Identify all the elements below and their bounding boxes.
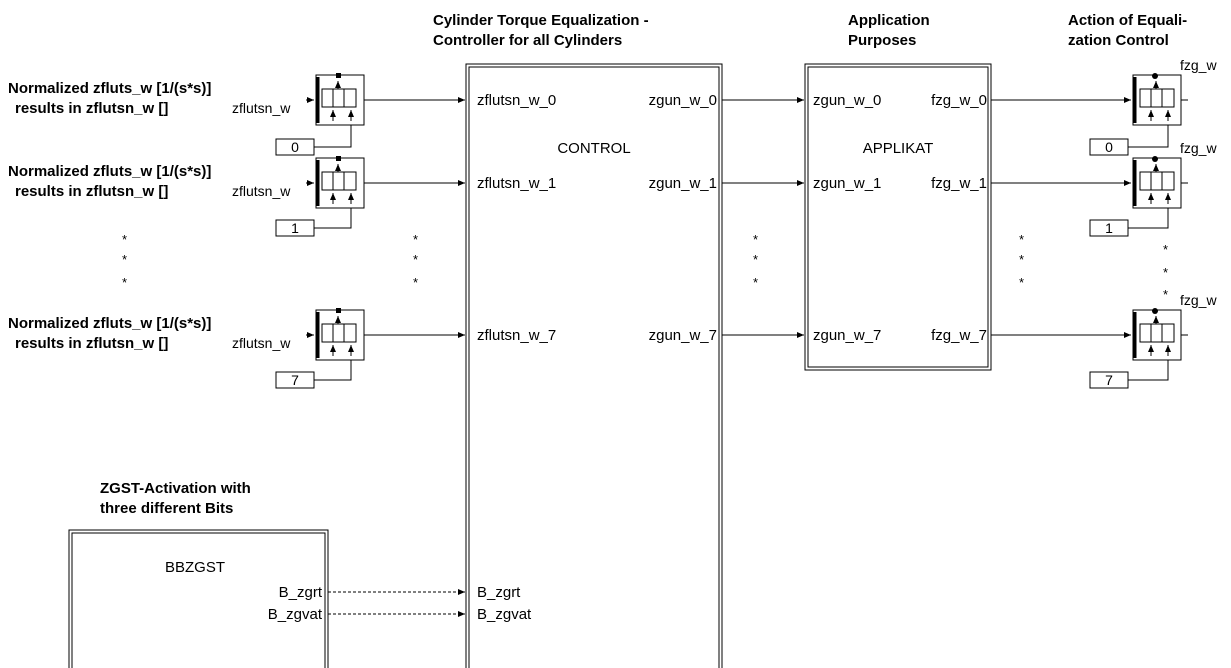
- array-select-icon[interactable]: [315, 308, 365, 361]
- input-var-label: zflutsn_w: [232, 183, 291, 199]
- control-in-port-bzgvat: B_zgvat: [477, 606, 532, 623]
- ellipsis-star: *: [122, 275, 127, 290]
- output-var-label: fzg_w: [1180, 140, 1217, 156]
- index-constant-value: 7: [1105, 372, 1113, 388]
- control-in-port-1: zflutsn_w_1: [477, 175, 556, 192]
- index-constant-box: [275, 219, 315, 237]
- control-block-name: CONTROL: [557, 140, 630, 157]
- action-title-line1: Action of Equali-: [1068, 12, 1187, 29]
- output-var-label: fzg_w: [1180, 57, 1217, 73]
- applikat-block[interactable]: APPLIKAT zgun_w_0 zgun_w_1 zgun_w_7 fzg_…: [804, 63, 992, 371]
- index-constant-value: 1: [291, 220, 299, 236]
- control-in-port-0: zflutsn_w_0: [477, 92, 556, 109]
- applikat-in-port-7: zgun_w_7: [813, 327, 881, 344]
- index-constant-value: 7: [291, 372, 299, 388]
- ellipsis-star: *: [753, 252, 758, 267]
- control-out-port-1: zgun_w_1: [649, 175, 717, 192]
- ellipsis-star: *: [1019, 275, 1024, 290]
- index-constant-box: [275, 138, 315, 156]
- control-in-port-7: zflutsn_w_7: [477, 327, 556, 344]
- bbzgst-block-name: BBZGST: [165, 559, 225, 576]
- control-out-port-0: zgun_w_0: [649, 92, 717, 109]
- input-row-1: Normalized zfluts_w [1/(s*s)] results in…: [8, 156, 465, 237]
- applikat-out-port-0: fzg_w_0: [931, 92, 987, 109]
- control-in-port-bzgrt: B_zgrt: [477, 584, 521, 601]
- ellipsis-star: *: [1163, 287, 1168, 302]
- ellipsis-star: *: [753, 232, 758, 247]
- applikat-out-port-7: fzg_w_7: [931, 327, 987, 344]
- index-constant-box: [1089, 138, 1129, 156]
- applikat-in-port-1: zgun_w_1: [813, 175, 881, 192]
- control-title-line2: Controller for all Cylinders: [433, 32, 622, 49]
- applikat-in-port-0: zgun_w_0: [813, 92, 881, 109]
- ellipsis-marks: * * * * * * * * * * * * * * *: [122, 232, 1168, 302]
- output-row-1: fzg_w 1: [991, 140, 1217, 237]
- applikat-out-port-1: fzg_w_1: [931, 175, 987, 192]
- input-var-label: zflutsn_w: [232, 100, 291, 116]
- bbzgst-block[interactable]: BBZGST B_zgrt B_zgvat: [68, 529, 329, 668]
- app-title-line1: Application: [848, 12, 930, 29]
- input-desc-line1: Normalized zfluts_w [1/(s*s)]: [8, 163, 211, 180]
- zgst-title-line2: three different Bits: [100, 500, 233, 517]
- ellipsis-star: *: [413, 275, 418, 290]
- input-var-label: zflutsn_w: [232, 335, 291, 351]
- index-constant-value: 1: [1105, 220, 1113, 236]
- applikat-block-name: APPLIKAT: [863, 140, 934, 157]
- output-row-0: fzg_w 0: [991, 57, 1217, 156]
- input-desc-line1: Normalized zfluts_w [1/(s*s)]: [8, 315, 211, 332]
- input-row-0: Normalized zfluts_w [1/(s*s)] results in…: [8, 73, 465, 156]
- index-constant-value: 0: [1105, 139, 1113, 155]
- ellipsis-star: *: [1163, 265, 1168, 280]
- input-desc-line2: results in zflutsn_w []: [15, 100, 168, 117]
- zgst-title-line1: ZGST-Activation with: [100, 480, 251, 497]
- array-assign-icon[interactable]: [1132, 73, 1182, 126]
- ellipsis-star: *: [122, 232, 127, 247]
- input-row-7: Normalized zfluts_w [1/(s*s)] results in…: [8, 308, 465, 389]
- ellipsis-star: *: [1019, 252, 1024, 267]
- ellipsis-star: *: [413, 252, 418, 267]
- index-constant-box: [1089, 219, 1129, 237]
- control-block[interactable]: CONTROL zflutsn_w_0 zflutsn_w_1 zflutsn_…: [465, 63, 723, 668]
- action-title-line2: zation Control: [1068, 32, 1169, 49]
- input-desc-line2: results in zflutsn_w []: [15, 183, 168, 200]
- array-select-icon[interactable]: [315, 156, 365, 209]
- output-row-7: fzg_w 7: [991, 292, 1217, 389]
- ellipsis-star: *: [753, 275, 758, 290]
- index-constant-box: [275, 371, 315, 389]
- ellipsis-star: *: [1019, 232, 1024, 247]
- control-title-line1: Cylinder Torque Equalization -: [433, 12, 649, 29]
- index-constant-value: 0: [291, 139, 299, 155]
- array-select-icon[interactable]: [315, 73, 365, 126]
- ellipsis-star: *: [413, 232, 418, 247]
- array-assign-icon[interactable]: [1132, 308, 1182, 361]
- output-var-label: fzg_w: [1180, 292, 1217, 308]
- app-title-line2: Purposes: [848, 32, 916, 49]
- index-constant-box: [1089, 371, 1129, 389]
- control-out-port-7: zgun_w_7: [649, 327, 717, 344]
- bbzgst-out-port-bzgvat: B_zgvat: [268, 606, 323, 623]
- bbzgst-out-port-bzgrt: B_zgrt: [279, 584, 323, 601]
- ellipsis-star: *: [1163, 242, 1168, 257]
- array-assign-icon[interactable]: [1132, 156, 1182, 209]
- input-desc-line1: Normalized zfluts_w [1/(s*s)]: [8, 80, 211, 97]
- ellipsis-star: *: [122, 252, 127, 267]
- input-desc-line2: results in zflutsn_w []: [15, 335, 168, 352]
